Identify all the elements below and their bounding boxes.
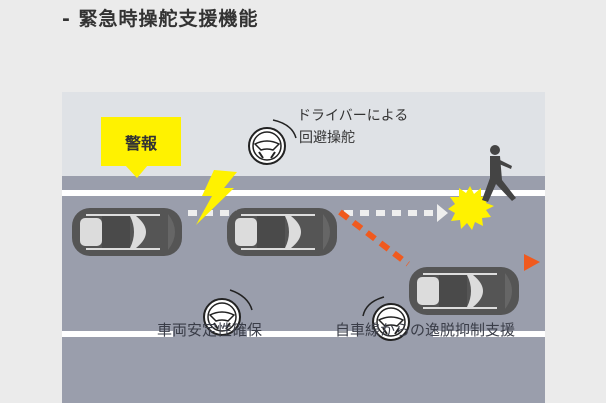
- avoidance-path: [338, 209, 410, 267]
- car-avoided: [408, 266, 520, 316]
- warning-pointer-icon: [125, 165, 148, 178]
- steering-wheel-icon: [248, 127, 286, 165]
- collision-burst-icon: [448, 186, 494, 230]
- warning-badge: 警報: [101, 117, 181, 166]
- lane-departure-label: 自車線からの逸脱抑制支援: [335, 321, 516, 339]
- pedestrian-icon: [482, 145, 516, 202]
- rotate-arrow-icon: [272, 119, 297, 139]
- driver-steer-label-1: ドライバーによる: [297, 108, 409, 124]
- avoidance-arrow: [524, 254, 540, 271]
- driver-steer-label-2: 回避操舵: [299, 130, 355, 146]
- stability-label: 車両安定性確保: [157, 321, 263, 339]
- rotate-arrow-icon: [362, 296, 385, 317]
- lightning-icon: [196, 170, 237, 225]
- car-steering: [226, 207, 338, 257]
- diagram-canvas: [62, 92, 545, 403]
- car-warning: [71, 207, 183, 257]
- rotate-arrow-icon: [229, 289, 253, 311]
- lane-line-dashed: [62, 331, 545, 337]
- page-title: - 緊急時操舵支援機能: [62, 8, 259, 30]
- steering-assist-diagram: 警報 ドライバーによる 回避操舵 車両安定性確保 自車線からの逸脱抑制支援: [62, 92, 545, 403]
- lane-line-top: [62, 190, 545, 196]
